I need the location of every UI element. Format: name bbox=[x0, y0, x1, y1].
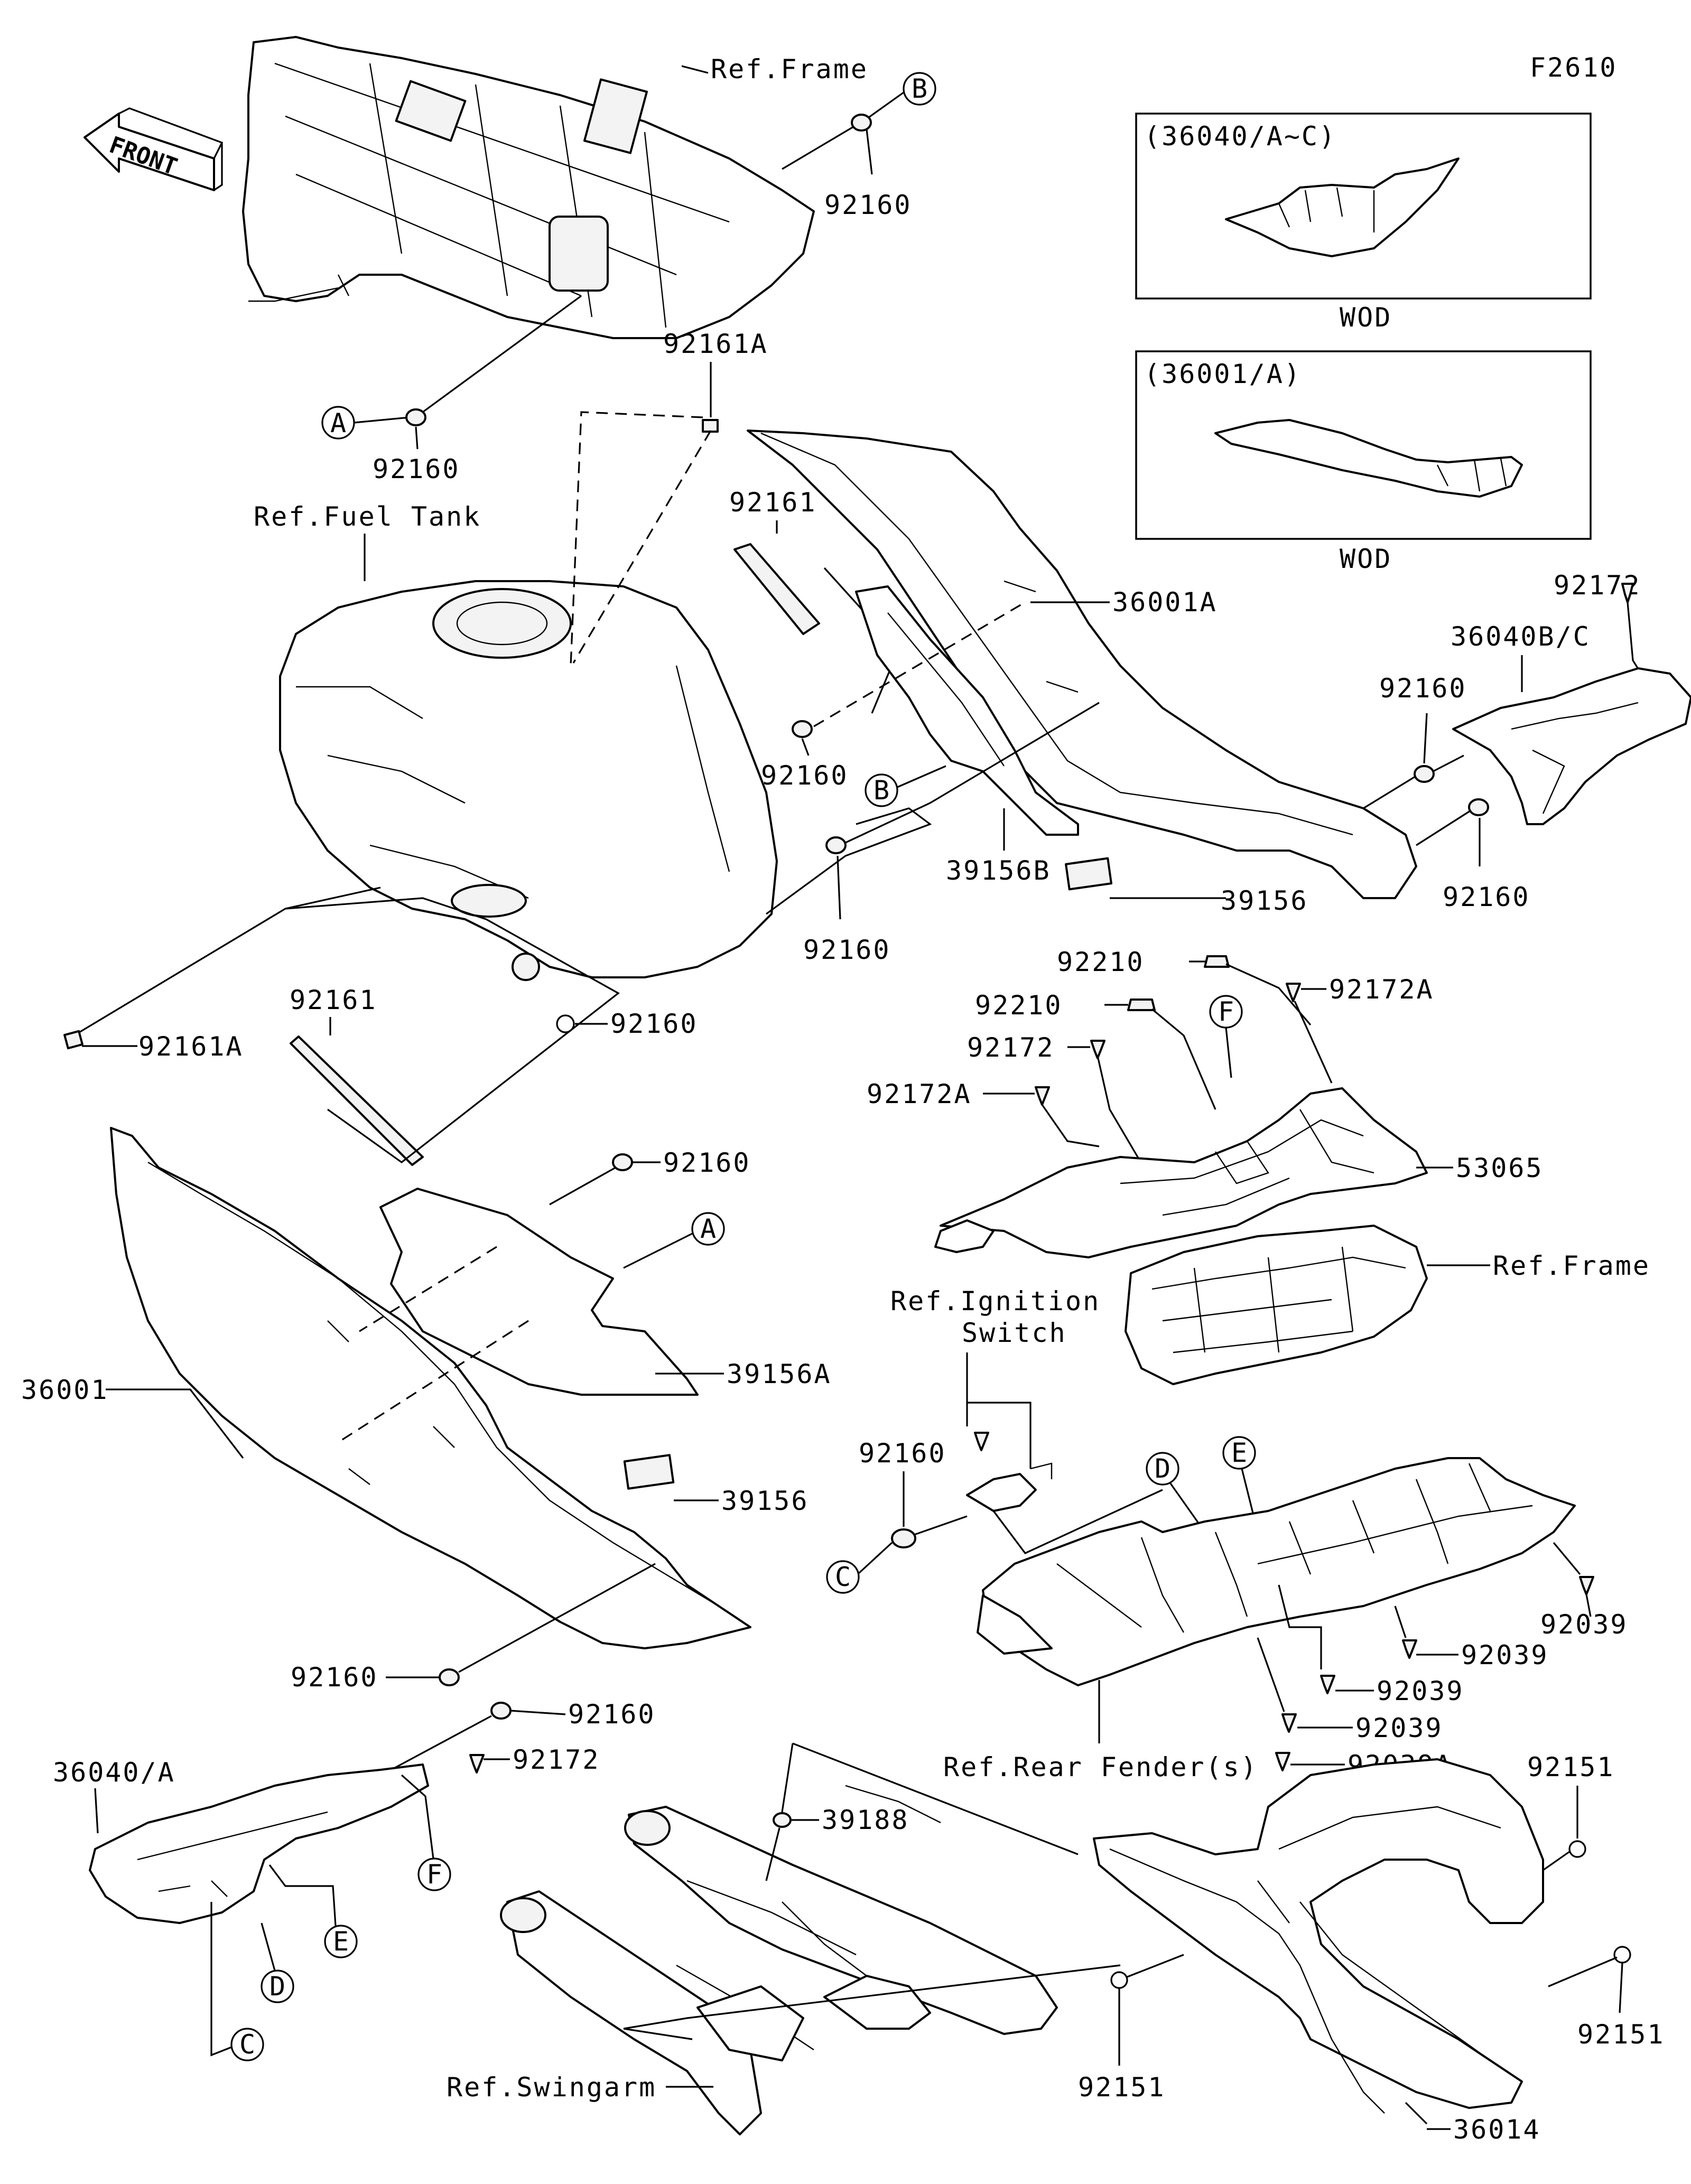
side-cover-36001-illustration bbox=[110, 1127, 751, 1649]
pn-92160-right2: 92160 bbox=[1443, 882, 1530, 912]
inset-36040-note: WOD bbox=[1340, 302, 1392, 333]
pn-92172A-mid: 92172A bbox=[867, 1079, 972, 1109]
pn-39156-upper: 39156 bbox=[1221, 885, 1308, 916]
rear-cover-36040A-illustration bbox=[89, 1763, 429, 1924]
pn-92160-mid: 92160 bbox=[761, 760, 849, 791]
pn-39156-lower: 39156 bbox=[721, 1486, 809, 1516]
pn-36001A: 36001A bbox=[1112, 587, 1218, 618]
callout-a-left: A bbox=[330, 408, 348, 438]
pn-92210-top: 92210 bbox=[1057, 947, 1145, 977]
pn-92172-lower: 92172 bbox=[513, 1744, 600, 1775]
pn-92160-a: 92160 bbox=[373, 454, 460, 484]
callout-c-right: C bbox=[835, 1562, 852, 1592]
ref-rear-fender: Ref.Rear Fender(s) bbox=[943, 1752, 1258, 1782]
pn-92160-lower-grommet: 92160 bbox=[663, 1147, 751, 1178]
pn-92160-ign: 92160 bbox=[859, 1438, 946, 1469]
pn-92172A-top: 92172A bbox=[1329, 974, 1434, 1005]
inset-36040-code: (36040/A~C) bbox=[1144, 121, 1336, 152]
front-arrow-icon: FRONT bbox=[83, 107, 224, 191]
pn-92161A-low: 92161A bbox=[138, 1031, 244, 1062]
callout-f-upper: F bbox=[1218, 996, 1235, 1027]
ref-ignition-line1: Ref.Ignition bbox=[890, 1286, 1100, 1317]
pn-92210-mid: 92210 bbox=[975, 990, 1063, 1021]
pn-92151-top: 92151 bbox=[1527, 1752, 1615, 1782]
pn-39188: 39188 bbox=[822, 1805, 909, 1835]
pn-92160-b: 92160 bbox=[824, 190, 912, 220]
callout-c-lower: C bbox=[239, 2029, 257, 2060]
ref-frame-top: Ref.Frame bbox=[711, 54, 868, 85]
figure-id: F2610 bbox=[1530, 52, 1618, 83]
inset-36040: (36040/A~C) WOD bbox=[1135, 113, 1592, 333]
pn-36014: 36014 bbox=[1453, 2114, 1541, 2145]
pn-92160-tank: 92160 bbox=[610, 1009, 698, 1039]
callout-e-lower: E bbox=[333, 1926, 350, 1957]
callout-b-mid: B bbox=[874, 775, 891, 806]
callout-d-lower: D bbox=[270, 1971, 287, 2002]
pn-92161-top: 92161 bbox=[729, 487, 817, 518]
ref-frame-mid: Ref.Frame bbox=[1493, 1250, 1650, 1281]
pn-92160-right1: 92160 bbox=[1379, 673, 1467, 704]
pn-53065: 53065 bbox=[1456, 1153, 1544, 1183]
swingarm-illustration bbox=[500, 1785, 1058, 2135]
pn-92039-mid1: 92039 bbox=[1461, 1640, 1549, 1670]
heat-shield-39156A-illustration bbox=[379, 1188, 699, 1396]
side-cover-36001A-illustration bbox=[747, 430, 1417, 899]
rear-fender-illustration bbox=[977, 1457, 1576, 1686]
pn-92151-right: 92151 bbox=[1577, 2019, 1665, 2050]
inset-36001-code: (36001/A) bbox=[1144, 359, 1302, 389]
ref-swingarm: Ref.Swingarm bbox=[447, 2072, 656, 2103]
heat-shield-39156B-illustration bbox=[855, 585, 1079, 836]
pn-39156A: 39156A bbox=[727, 1359, 832, 1389]
inset-36001-note: WOD bbox=[1340, 544, 1392, 574]
fuel-tank-illustration bbox=[279, 580, 778, 981]
ref-fuel-tank: Ref.Fuel Tank bbox=[254, 501, 481, 532]
pn-92039-mid3: 92039 bbox=[1355, 1713, 1443, 1743]
pn-92161A-top: 92161A bbox=[663, 329, 768, 359]
callout-e-right: E bbox=[1231, 1438, 1249, 1468]
pn-92039-right: 92039 bbox=[1540, 1609, 1628, 1640]
pn-92160-lower1: 92160 bbox=[291, 1662, 378, 1693]
callout-f-lower: F bbox=[426, 1859, 444, 1890]
pn-36001: 36001 bbox=[21, 1375, 109, 1405]
callout-d-right: D bbox=[1155, 1453, 1172, 1484]
pn-39156B: 39156B bbox=[946, 855, 1051, 886]
pn-36040A: 36040/A bbox=[53, 1757, 175, 1788]
pn-92039-mid2: 92039 bbox=[1377, 1676, 1464, 1706]
pn-92161-low: 92161 bbox=[290, 985, 377, 1015]
frame-mid-illustration bbox=[1125, 1225, 1428, 1385]
undertray-53065-illustration bbox=[934, 1087, 1428, 1258]
pn-92160-lower2: 92160 bbox=[568, 1699, 656, 1730]
inset-36001: (36001/A) WOD bbox=[1135, 350, 1592, 574]
pn-92172-mid: 92172 bbox=[967, 1032, 1055, 1063]
pn-36040BC: 36040B/C bbox=[1451, 621, 1591, 652]
ref-ignition-line2: Switch bbox=[962, 1318, 1067, 1348]
rear-cover-36040BC-illustration bbox=[1452, 667, 1691, 825]
pn-92160-low: 92160 bbox=[803, 935, 891, 965]
callout-b-top: B bbox=[912, 73, 929, 104]
pn-92151-left: 92151 bbox=[1078, 2072, 1166, 2103]
frame-top-illustration bbox=[242, 36, 815, 339]
callout-a-mid: A bbox=[700, 1214, 718, 1244]
rear-fender-36014-illustration bbox=[1093, 1758, 1544, 2114]
